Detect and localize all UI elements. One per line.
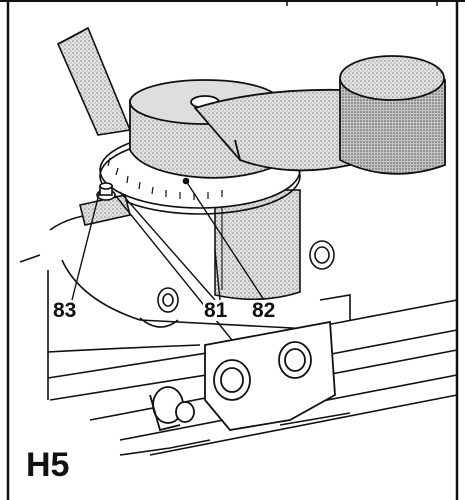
left-tube (56, 26, 132, 136)
figure-label: H5 (26, 446, 70, 484)
lever-knob (339, 55, 446, 175)
callout-82: 82 (251, 299, 277, 322)
callout-81: 81 (203, 299, 229, 322)
side-knobs (139, 240, 335, 328)
callout-83: 83 (52, 299, 78, 322)
lower-bracket (149, 320, 336, 432)
